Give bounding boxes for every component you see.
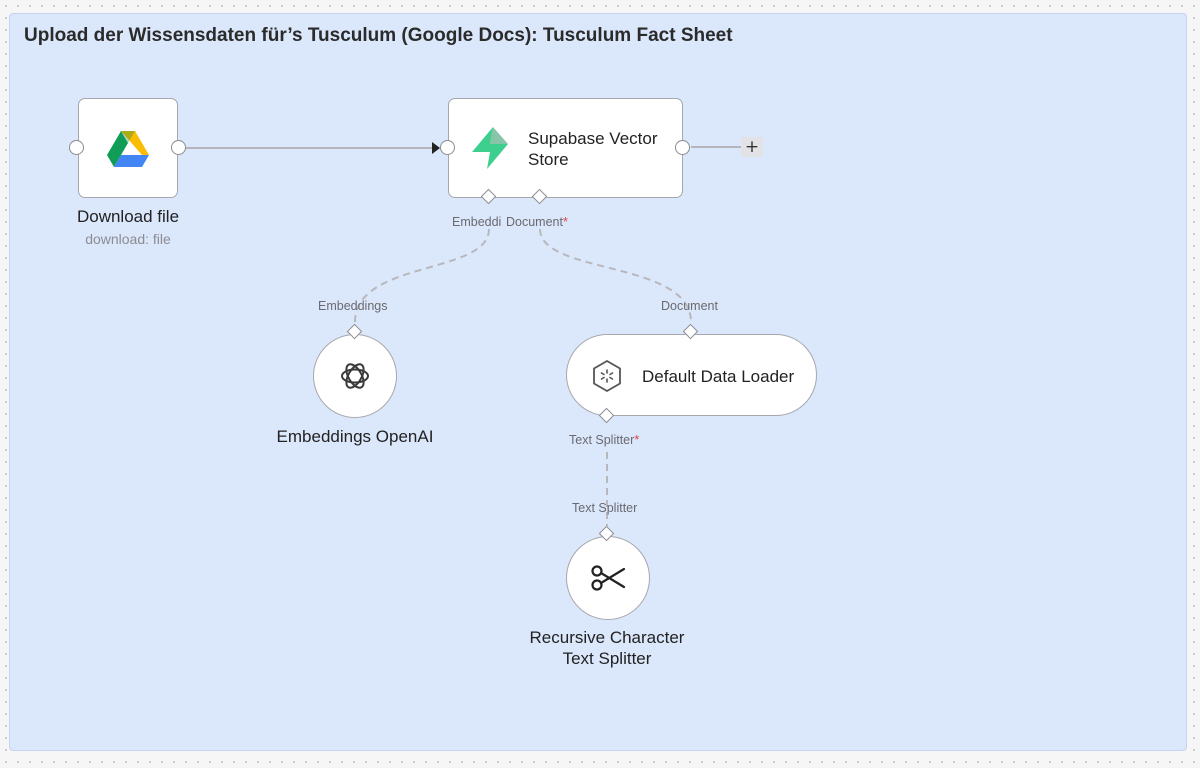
download-file-subtitle: download: file: [85, 231, 171, 247]
download-file-output-handle[interactable]: [171, 140, 186, 155]
supabase-embedding-port-label: Embeddi: [452, 215, 502, 229]
arrowhead-icon: [432, 142, 440, 154]
embeddings-openai-title: Embeddings OpenAI: [276, 427, 434, 446]
supabase-document-port-label: Document*: [506, 215, 568, 230]
text-splitter-port-label: Text Splitter: [572, 501, 638, 515]
supabase-title-line2: Store: [528, 150, 569, 169]
data-loader-document-port-label: Document: [661, 299, 718, 313]
embeddings-openai-node[interactable]: [313, 334, 397, 418]
embeddings-port-label: Embeddings: [318, 299, 388, 313]
connection-embeddings[interactable]: [354, 228, 490, 323]
default-data-loader-node[interactable]: Default Data Loader: [566, 334, 817, 416]
download-file-input-handle[interactable]: [69, 140, 84, 155]
sticky-note-title[interactable]: Upload der Wissensdaten für’s Tusculum (…: [24, 25, 733, 46]
openai-icon: [338, 359, 372, 393]
supabase-input-handle[interactable]: [440, 140, 455, 155]
recursive-splitter-title-line1: Recursive Character: [529, 628, 685, 647]
default-data-loader-title: Default Data Loader: [642, 367, 795, 386]
data-loader-icon: [590, 359, 624, 393]
download-file-node[interactable]: [78, 98, 178, 198]
connection-document[interactable]: [539, 228, 692, 323]
supabase-title: Supabase Vector Store: [528, 128, 657, 170]
supabase-icon: [469, 126, 511, 170]
data-loader-text-splitter-port-text: Text Splitter: [569, 433, 635, 447]
data-loader-text-splitter-port-label: Text Splitter*: [569, 433, 639, 448]
supabase-title-line1: Supabase Vector: [528, 129, 658, 148]
download-file-title: Download file: [76, 207, 180, 226]
add-node-button[interactable]: +: [741, 137, 763, 157]
supabase-output-handle[interactable]: [675, 140, 690, 155]
recursive-character-text-splitter-node[interactable]: [566, 536, 650, 620]
required-mark: *: [634, 433, 640, 447]
google-drive-icon: [107, 129, 149, 167]
required-mark: *: [562, 215, 568, 229]
recursive-splitter-title: Recursive Character Text Splitter: [497, 627, 717, 669]
recursive-splitter-title-line2: Text Splitter: [562, 649, 652, 668]
supabase-document-port-text: Document: [506, 215, 563, 229]
scissors-icon: [590, 563, 626, 593]
supabase-vector-store-node[interactable]: Supabase Vector Store: [448, 98, 683, 198]
